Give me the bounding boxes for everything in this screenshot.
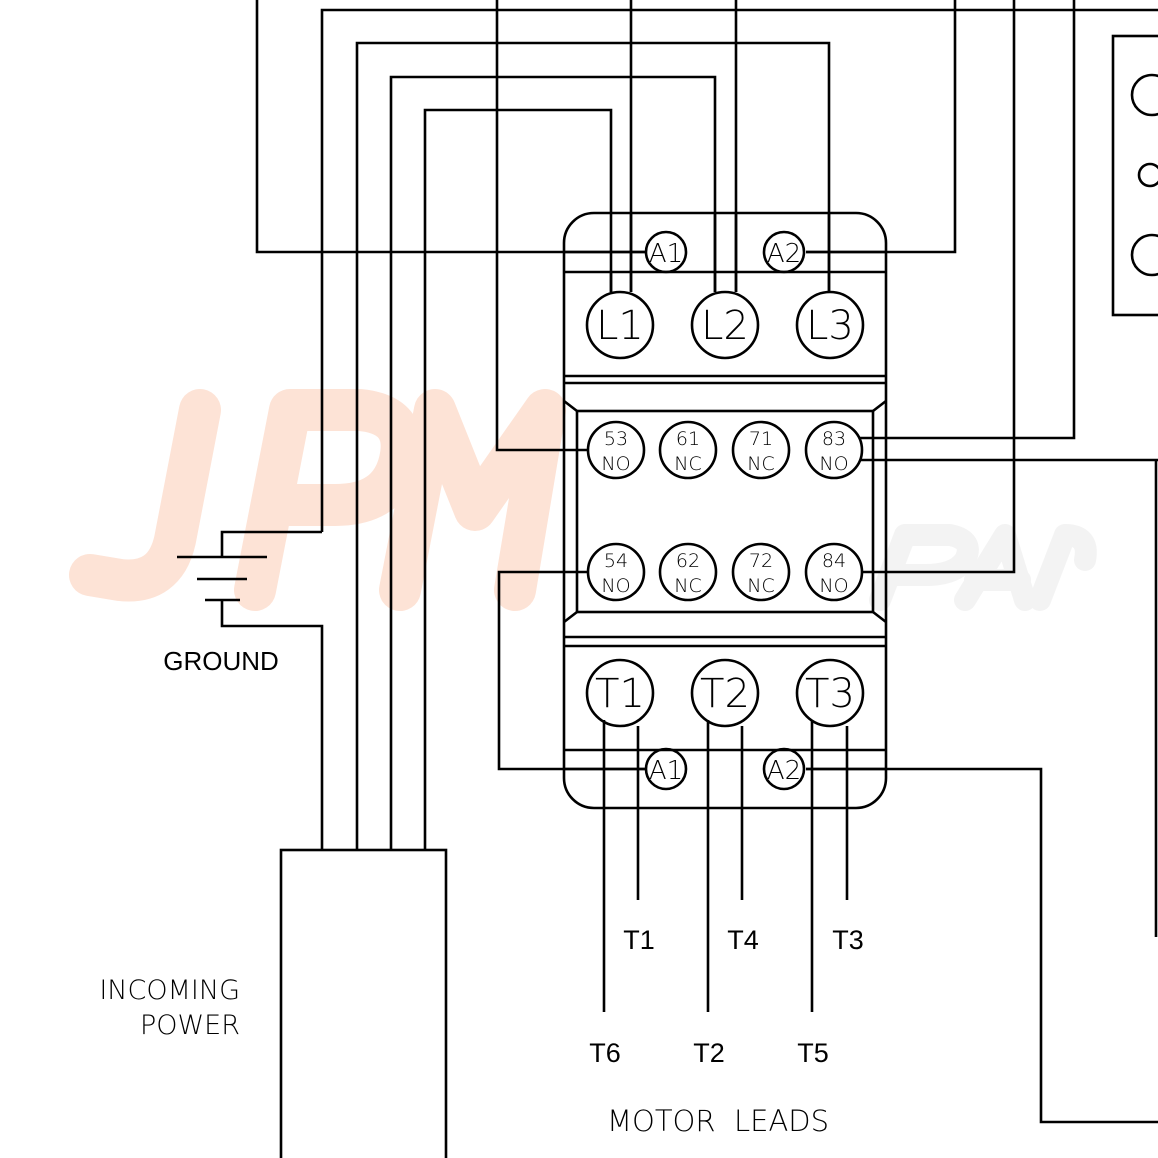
contactor: [562, 211, 888, 810]
terminal-circle: [690, 290, 760, 360]
coil-terminal-a2: A2: [762, 747, 806, 791]
terminal-circle: [586, 542, 646, 602]
motor-leads-label: MOTOR LEADS: [607, 1104, 829, 1138]
ground-label: GROUND: [163, 646, 279, 676]
load-terminal-t1: T1: [585, 658, 655, 728]
incoming-power-label-1: INCOMING: [99, 975, 240, 1006]
aux-contact-number: 61: [676, 428, 700, 450]
terminal-circle: [644, 747, 688, 791]
terminal-circle: [586, 420, 646, 480]
coil-terminal-label: A1: [649, 239, 683, 269]
aux-contact-number: 54: [604, 550, 628, 572]
aux-contact-type: NO: [601, 453, 630, 475]
load-terminal-t2: T2: [690, 658, 760, 728]
motor-lead-label: T1: [623, 925, 655, 955]
coil-terminal-a2: A2: [762, 230, 806, 274]
terminal-label: T3: [805, 671, 855, 717]
aux-contact-type: NO: [819, 453, 848, 475]
motor-lead-label: T5: [797, 1038, 829, 1068]
terminal-label: L2: [701, 303, 749, 349]
terminal-circle: [658, 420, 718, 480]
terminal-circle: [795, 290, 865, 360]
aux-contact-number: 84: [822, 550, 846, 572]
terminal-circle: [731, 420, 791, 480]
terminal-circle: [585, 290, 655, 360]
terminal-circle: [804, 542, 864, 602]
terminal-circle: [731, 542, 791, 602]
terminal-circle: [585, 658, 655, 728]
motor-lead-label: T6: [589, 1038, 621, 1068]
load-terminal-t3: T3: [795, 658, 865, 728]
motor-lead-label: T3: [832, 925, 864, 955]
terminal-label: L3: [806, 303, 854, 349]
terminal-label: L1: [596, 303, 644, 349]
coil-terminal-label: A2: [767, 239, 801, 269]
terminal-circle: [795, 658, 865, 728]
aux-contact-number: 62: [676, 550, 700, 572]
line-terminal-l3: L3: [795, 290, 865, 360]
terminal-circle: [658, 542, 718, 602]
motor-lead-label: T2: [693, 1038, 725, 1068]
aux-contact-type: NC: [674, 453, 701, 475]
aux-contact-number: 72: [749, 550, 773, 572]
coil-terminal-a1: A1: [644, 747, 688, 791]
aux-contact-type: NO: [819, 575, 848, 597]
watermark-logo: [69, 389, 1097, 611]
motor-lead-label: T4: [727, 925, 759, 955]
aux-contact-number: 83: [822, 428, 846, 450]
line-terminal-l2: L2: [690, 290, 760, 360]
coil-terminal-a1: A1: [644, 230, 688, 274]
aux-contact-number: 71: [749, 428, 773, 450]
aux-contact-type: NO: [601, 575, 630, 597]
incoming-power-label-2: POWER: [140, 1010, 240, 1041]
terminal-circle: [690, 658, 760, 728]
coil-terminal-label: A2: [767, 756, 801, 786]
terminal-label: T2: [700, 671, 750, 717]
terminal-circle: [762, 747, 806, 791]
aux-contact-type: NC: [747, 575, 774, 597]
right-component: [1111, 34, 1158, 317]
terminal-circle: [644, 230, 688, 274]
aux-contact-number: 53: [604, 428, 628, 450]
terminal-label: T1: [595, 671, 645, 717]
aux-contact-type: NC: [674, 575, 701, 597]
terminal-circle: [804, 420, 864, 480]
coil-terminal-label: A1: [649, 756, 683, 786]
line-terminal-l1: L1: [585, 290, 655, 360]
aux-contact-type: NC: [747, 453, 774, 475]
terminal-circle: [762, 230, 806, 274]
incoming-power-box: [279, 848, 448, 1158]
